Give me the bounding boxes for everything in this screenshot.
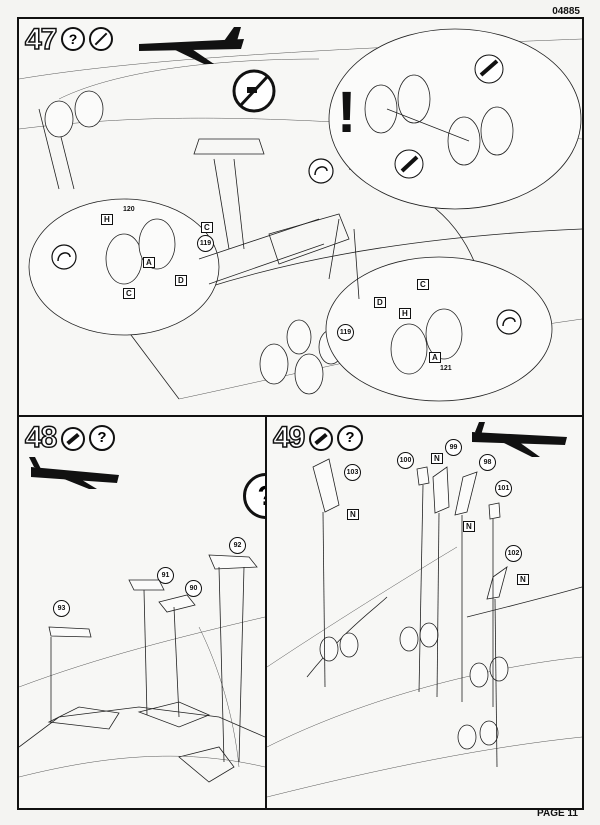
step-49-panel: 49 ? 103 100 99 98 101 102 N N N N <box>265 415 584 810</box>
tag-a: A <box>143 257 155 268</box>
aircraft-silhouette-icon <box>29 457 119 489</box>
warning-mark: ! <box>337 80 357 145</box>
step-49-drawing <box>267 422 582 798</box>
tag-n-3: N <box>463 521 475 532</box>
part-102: 102 <box>505 545 522 562</box>
step-number: 48 <box>24 420 58 455</box>
tag-c-3: C <box>417 279 429 290</box>
step-number: 49 <box>272 420 306 455</box>
part-101: 101 <box>495 480 512 497</box>
tag-n-2: N <box>431 453 443 464</box>
tag-h: H <box>101 214 113 225</box>
rotate-icon-right <box>496 309 522 335</box>
tag-a-2: A <box>429 352 441 363</box>
step-48-panel: 48 ? ? 92 91 90 93 <box>17 415 267 810</box>
step-47-drawing <box>19 27 582 402</box>
question-icon: ? <box>61 27 85 51</box>
glue-icon <box>61 427 85 451</box>
no-glue-small-icon <box>89 27 113 51</box>
tag-d-2: D <box>374 297 386 308</box>
tag-h-2: H <box>399 308 411 319</box>
aircraft-silhouette-icon <box>139 27 244 64</box>
glue-tube-icon <box>474 54 504 84</box>
part-90: 90 <box>185 580 202 597</box>
rotate-icon <box>308 158 334 184</box>
aircraft-silhouette-icon <box>472 422 567 457</box>
document-code: 04885 <box>552 6 580 17</box>
tag-d: D <box>175 275 187 286</box>
tag-n: N <box>347 509 359 520</box>
no-glue-icon <box>232 69 276 113</box>
part-91: 91 <box>157 567 174 584</box>
question-icon: ? <box>89 425 115 451</box>
glue-tube-icon-2 <box>394 149 424 179</box>
part-99: 99 <box>445 439 462 456</box>
question-icon: ? <box>337 425 363 451</box>
gear-wheels <box>319 622 509 750</box>
part-121: 121 <box>440 365 452 372</box>
tag-c: C <box>201 222 213 233</box>
part-100: 100 <box>397 452 414 469</box>
rotate-icon-left <box>51 244 77 270</box>
part-93: 93 <box>53 600 70 617</box>
step-48-drawing <box>19 457 265 783</box>
step-47-panel: 47 ? ! 120 119 119 121 H C A D C C D H A <box>17 17 584 417</box>
part-92: 92 <box>229 537 246 554</box>
part-98: 98 <box>479 454 496 471</box>
glue-icon <box>309 427 333 451</box>
part-103: 103 <box>344 464 361 481</box>
part-120: 120 <box>123 206 135 213</box>
page-number: PAGE 11 <box>537 808 578 819</box>
part-119-left: 119 <box>197 235 214 252</box>
tag-c-2: C <box>123 288 135 299</box>
step-number: 47 <box>24 22 58 57</box>
tag-n-4: N <box>517 574 529 585</box>
part-119-right: 119 <box>337 324 354 341</box>
